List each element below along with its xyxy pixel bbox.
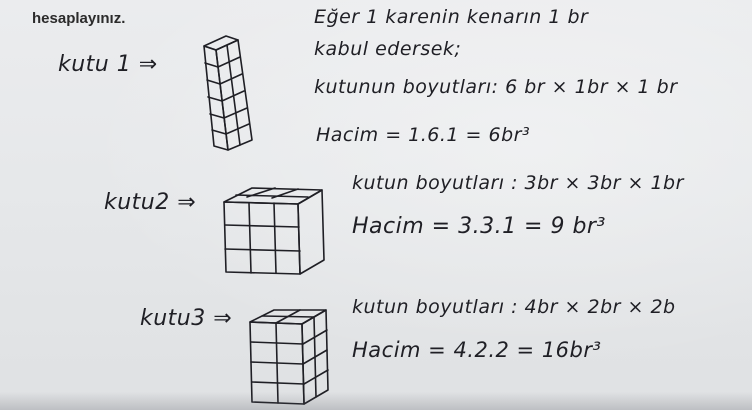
box3-line-2: Hacim = 4.2.2 = 16br³ bbox=[352, 338, 602, 362]
box1-line-2: kabul edersek; bbox=[314, 38, 462, 60]
box3-line-1: kutun boyutları : 4br × 2br × 2b bbox=[352, 296, 676, 318]
box3-sketch bbox=[249, 309, 329, 405]
box2-line-2: Hacim = 3.3.1 = 9 br³ bbox=[352, 214, 606, 239]
box1-line-1: Eğer 1 karenin kenarın 1 br bbox=[314, 6, 589, 28]
box1-sketch bbox=[203, 35, 253, 151]
photo-bottom-edge bbox=[0, 392, 752, 410]
box2-line-1: kutun boyutları : 3br × 3br × 1br bbox=[352, 172, 684, 194]
box1-line-4: Hacim = 1.6.1 = 6br³ bbox=[316, 124, 531, 146]
box2-sketch bbox=[223, 187, 325, 275]
box1-line-3: kutunun boyutları: 6 br × 1br × 1 br bbox=[314, 76, 678, 98]
box2-label: kutu2 ⇒ bbox=[104, 190, 197, 215]
printed-heading: hesaplayınız. bbox=[32, 10, 126, 27]
box3-label: kutu3 ⇒ bbox=[140, 306, 233, 331]
box1-label: kutu 1 ⇒ bbox=[58, 52, 158, 77]
